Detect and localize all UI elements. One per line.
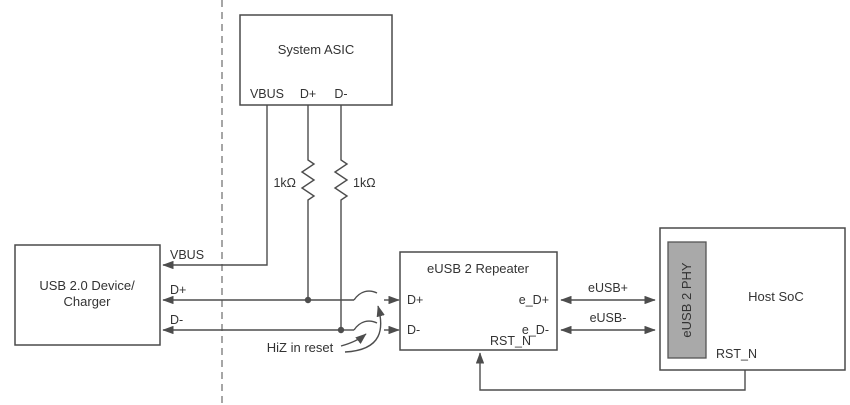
repeater-title: eUSB 2 Repeater xyxy=(427,261,530,276)
repeater-pin-edm: e_D- xyxy=(522,323,549,337)
rstn-wire xyxy=(475,352,746,391)
hiz-arrow-to-dm xyxy=(340,333,367,347)
repeater-pin-rstn: RST_N xyxy=(490,334,531,348)
dm-wire-label: D- xyxy=(170,313,183,327)
hiz-arrow-to-dp xyxy=(344,305,385,353)
repeater-pin-dp: D+ xyxy=(407,293,423,307)
dp-wire-label: D+ xyxy=(170,283,186,297)
repeater-pin-dm: D- xyxy=(407,323,420,337)
eusb2-phy-box xyxy=(667,241,707,359)
dm-resistor-leg xyxy=(333,105,349,330)
dp-resistor-leg xyxy=(300,105,316,300)
hiz-annotation: HiZ in reset xyxy=(267,340,334,355)
vbus-wire-label: VBUS xyxy=(170,248,204,262)
host-soc-title: Host SoC xyxy=(748,289,804,304)
eusb2-repeater-box xyxy=(399,251,558,351)
repeater-pin-edp: e_D+ xyxy=(519,293,549,307)
dp-break-curve xyxy=(353,290,378,301)
usb-device-title-line2: Charger xyxy=(64,294,112,309)
usb-device-box xyxy=(14,244,161,346)
asic-pin-vbus: VBUS xyxy=(250,87,284,101)
vbus-wire xyxy=(162,105,268,270)
eusb-minus-label: eUSB- xyxy=(590,311,627,325)
eusb2-phy-label: eUSB 2 PHY xyxy=(679,262,694,337)
system-asic-title: System ASIC xyxy=(278,42,355,57)
resistor-left-value: 1kΩ xyxy=(273,176,296,190)
asic-pin-dp: D+ xyxy=(300,87,316,101)
system-asic-box xyxy=(239,14,393,106)
resistor-right-value: 1kΩ xyxy=(353,176,376,190)
dp-junction-dot xyxy=(304,296,312,304)
asic-pin-dm: D- xyxy=(334,87,347,101)
dm-junction-dot xyxy=(337,326,345,334)
dm-break-curve xyxy=(353,320,378,331)
usb-device-title-line1: USB 2.0 Device/ xyxy=(39,278,135,293)
eusb-plus-label: eUSB+ xyxy=(588,281,628,295)
host-pin-rstn: RST_N xyxy=(716,347,757,361)
